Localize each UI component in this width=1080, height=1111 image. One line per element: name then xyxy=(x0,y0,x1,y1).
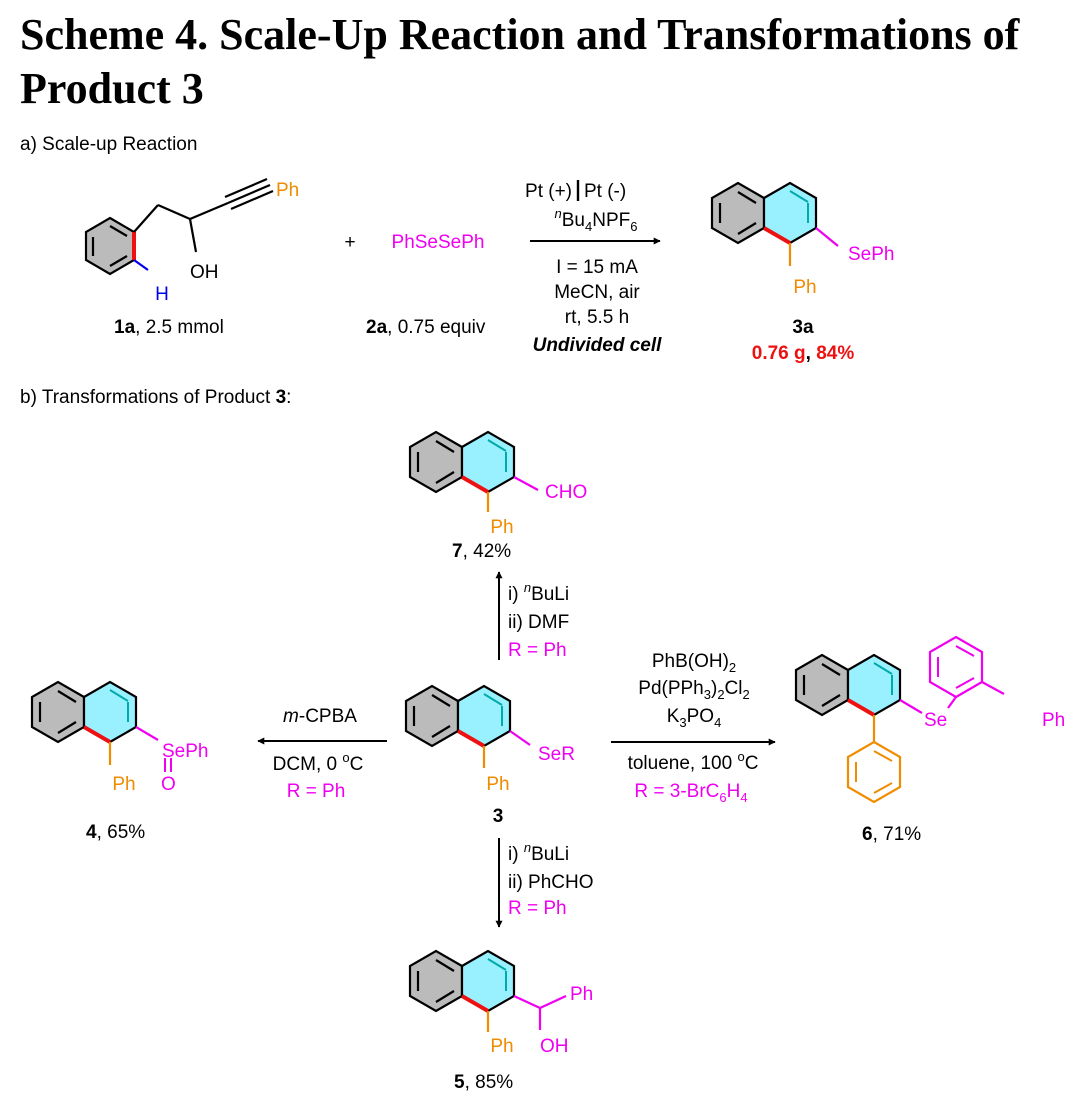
product-4-caption: 4, 65% xyxy=(86,822,145,843)
product-6-caption: 6, 71% xyxy=(862,824,921,845)
right-conditions: toluene, 100 oC xyxy=(628,749,759,774)
product-4-seph: SePh xyxy=(162,741,208,762)
electrode-cathode: Pt (-) xyxy=(584,181,626,202)
scheme-title: Scheme 4. Scale-Up Reaction and Transfor… xyxy=(20,10,1020,113)
product-5-caption: 5, 85% xyxy=(454,1072,513,1093)
product-5-phenyl-carbinol: Ph xyxy=(570,984,593,1005)
up-r-group: R = Ph xyxy=(508,640,567,661)
up-step2: ii) DMF xyxy=(508,612,569,633)
sm-phenyl-label: Ph xyxy=(276,180,299,201)
product-3a-structure xyxy=(710,181,839,266)
starting-material-1a xyxy=(84,177,274,276)
electrode-anode: Pt (+) xyxy=(525,181,572,202)
compound-3-structure xyxy=(404,684,531,768)
solvent-label: MeCN, air xyxy=(554,282,640,303)
right-r-group: R = 3-BrC6H4 xyxy=(634,781,747,805)
right-reagent-1: PhB(OH)2 xyxy=(652,651,736,675)
cell-type-label: Undivided cell xyxy=(533,335,663,356)
product-7-caption: 7, 42% xyxy=(452,541,511,562)
down-r-group: R = Ph xyxy=(508,898,567,919)
compound-3-phenyl: Ph xyxy=(486,774,509,795)
product-4-oxygen: O xyxy=(161,774,176,795)
section-a-label: a) Scale-up Reaction xyxy=(20,134,197,155)
product-5-structure xyxy=(408,949,567,1032)
product-7-phenyl: Ph xyxy=(490,517,513,538)
product-4-phenyl: Ph xyxy=(112,774,135,795)
plus-sign: + xyxy=(344,232,355,253)
left-r-group: R = Ph xyxy=(287,781,346,802)
sm-hydroxyl-label: OH xyxy=(190,262,219,283)
reagent-compound-number: 2a xyxy=(366,317,388,338)
product-5-hydroxyl: OH xyxy=(540,1036,569,1057)
electrolyte-label: nBu4NPF6 xyxy=(555,206,638,234)
product-4-structure xyxy=(30,680,172,772)
reagent-amount: , 0.75 equiv xyxy=(387,317,486,338)
down-step2: ii) PhCHO xyxy=(508,872,594,893)
product-3a-seph: SePh xyxy=(848,244,894,265)
left-reagent: m-CPBA xyxy=(283,706,357,727)
right-reagent-3: K3PO4 xyxy=(667,706,722,730)
product-3a-number: 3a xyxy=(792,317,814,338)
product-6-phenyl: Ph xyxy=(1042,710,1065,731)
product-7-structure xyxy=(408,430,539,512)
sm-amount: , 2.5 mmol xyxy=(135,317,224,338)
time-label: rt, 5.5 h xyxy=(565,307,629,328)
reagent-diselenide: PhSeSePh xyxy=(392,232,485,253)
right-reagent-2: Pd(PPh3)2Cl2 xyxy=(638,678,749,702)
sm-caption: 1a, 2.5 mmol xyxy=(114,317,224,338)
left-conditions: DCM, 0 oC xyxy=(273,750,364,775)
product-3a-yield: 0.76 g, 84% xyxy=(752,343,855,364)
current-label: I = 15 mA xyxy=(556,257,638,278)
reagent-caption: 2a, 0.75 equiv xyxy=(366,317,486,338)
product-3a-phenyl: Ph xyxy=(793,277,816,298)
section-b-label: b) Transformations of Product 3: xyxy=(20,387,291,408)
sm-hydrogen-label: H xyxy=(155,284,169,305)
down-step1: i) nBuLi xyxy=(508,840,569,865)
product-7-cho: CHO xyxy=(545,482,587,503)
sm-compound-number: 1a xyxy=(114,317,136,338)
product-6-se: Se xyxy=(924,710,947,731)
product-5-phenyl: Ph xyxy=(490,1036,513,1057)
compound-3-number: 3 xyxy=(493,806,504,827)
compound-3-ser: SeR xyxy=(538,744,575,765)
product-6-structure xyxy=(794,635,1005,804)
up-step1: i) nBuLi xyxy=(508,580,569,605)
